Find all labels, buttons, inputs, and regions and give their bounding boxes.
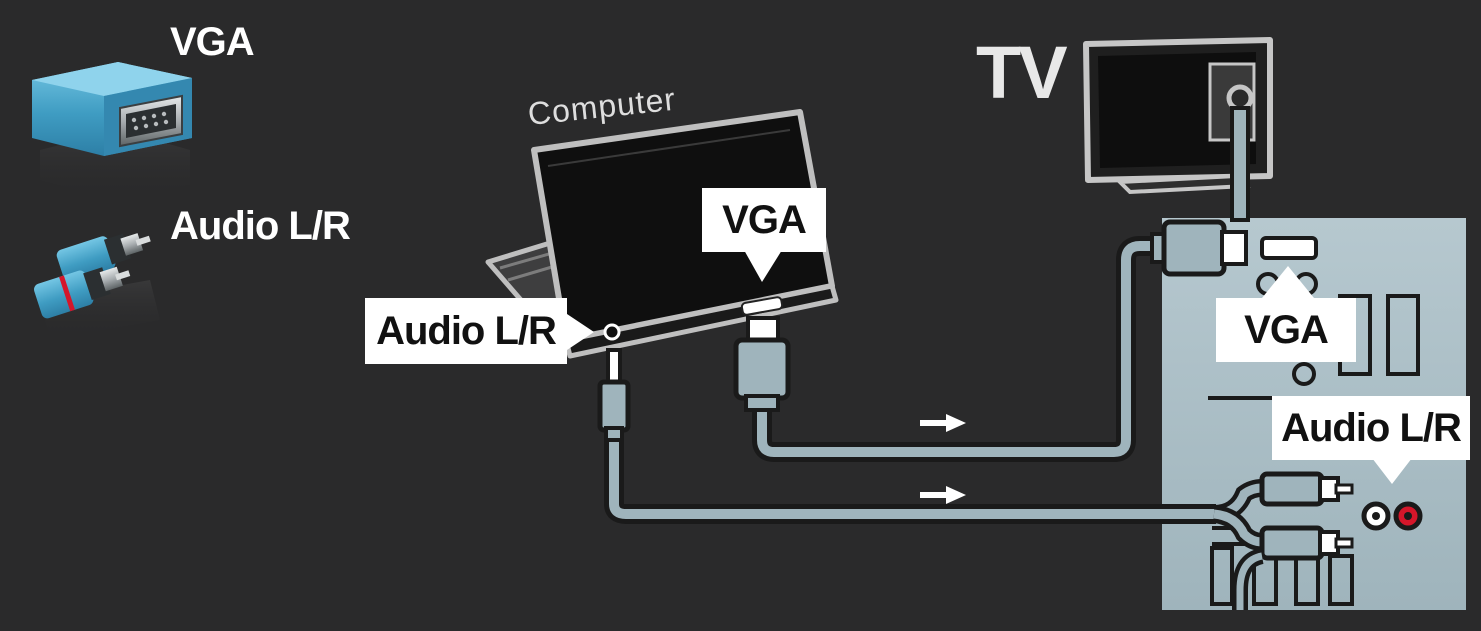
tv-label: TV (976, 30, 1065, 115)
rca-audio-connector-icon (32, 222, 160, 340)
callout-tv-audio: Audio L/R (1272, 396, 1470, 460)
legend-vga-label: VGA (170, 20, 254, 65)
callout-computer-audio: Audio L/R (365, 298, 567, 364)
vga-connector-icon (32, 62, 192, 200)
callout-computer-vga: VGA (702, 188, 826, 252)
callout-tv-vga: VGA (1216, 298, 1356, 362)
legend-audio-label: Audio L/R (170, 204, 350, 249)
